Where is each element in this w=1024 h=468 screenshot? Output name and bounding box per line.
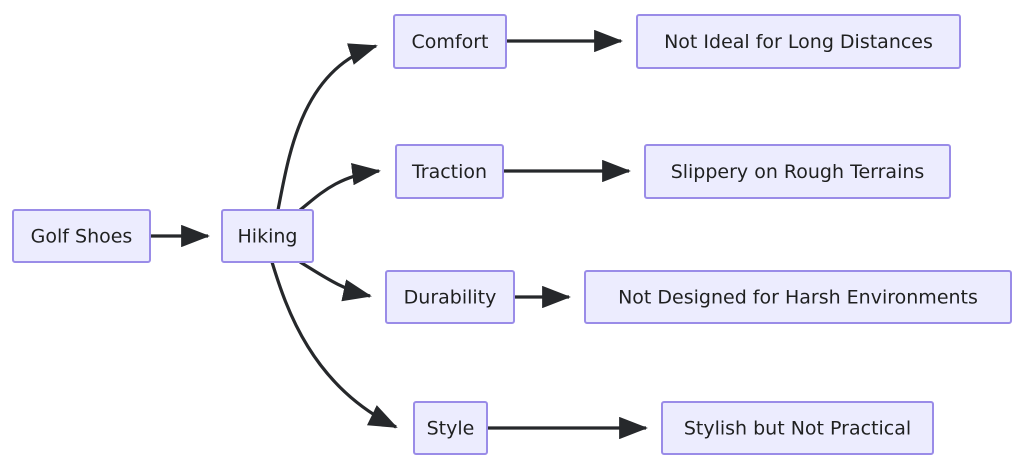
node-style[interactable]: Style (413, 401, 488, 455)
node-box-hiking (221, 209, 314, 263)
node-stylish[interactable]: Stylish but Not Practical (661, 401, 934, 455)
node-traction[interactable]: Traction (395, 144, 504, 199)
node-label-not_ideal: Not Ideal for Long Distances (664, 31, 933, 53)
node-label-durability: Durability (404, 287, 497, 309)
node-box-traction (395, 144, 504, 199)
node-box-style (413, 401, 488, 455)
node-box-comfort (393, 14, 507, 69)
node-comfort[interactable]: Comfort (393, 14, 507, 69)
node-durability[interactable]: Durability (385, 270, 515, 324)
node-hiking[interactable]: Hiking (221, 209, 314, 263)
edge-hiking-to-traction (299, 162, 381, 212)
node-golf_shoes[interactable]: Golf Shoes (12, 209, 151, 263)
edges-layer (150, 29, 648, 440)
node-label-stylish: Stylish but Not Practical (684, 418, 911, 440)
node-slippery[interactable]: Slippery on Rough Terrains (644, 144, 951, 199)
node-box-stylish (661, 401, 934, 455)
node-box-golf_shoes (12, 209, 151, 263)
node-label-hiking: Hiking (238, 226, 298, 248)
node-box-slippery (644, 144, 951, 199)
node-box-durability (385, 270, 515, 324)
node-not_ideal[interactable]: Not Ideal for Long Distances (636, 14, 961, 69)
node-label-not_designed: Not Designed for Harsh Environments (618, 287, 978, 309)
node-label-traction: Traction (411, 161, 487, 183)
edge-hiking-to-durability (299, 260, 372, 302)
edge-hiking-to-comfort (276, 43, 378, 211)
node-box-not_designed (584, 270, 1012, 324)
node-box-not_ideal (636, 14, 961, 69)
node-label-style: Style (427, 418, 475, 440)
node-label-golf_shoes: Golf Shoes (31, 226, 133, 248)
node-label-slippery: Slippery on Rough Terrains (671, 161, 925, 183)
edge-hiking-to-style (270, 261, 398, 429)
node-label-comfort: Comfort (412, 31, 489, 53)
nodes-layer: Golf Shoes Hiking ComfortTractionDurabilit… (12, 14, 1012, 455)
node-not_designed[interactable]: Not Designed for Harsh Environments (584, 270, 1012, 324)
